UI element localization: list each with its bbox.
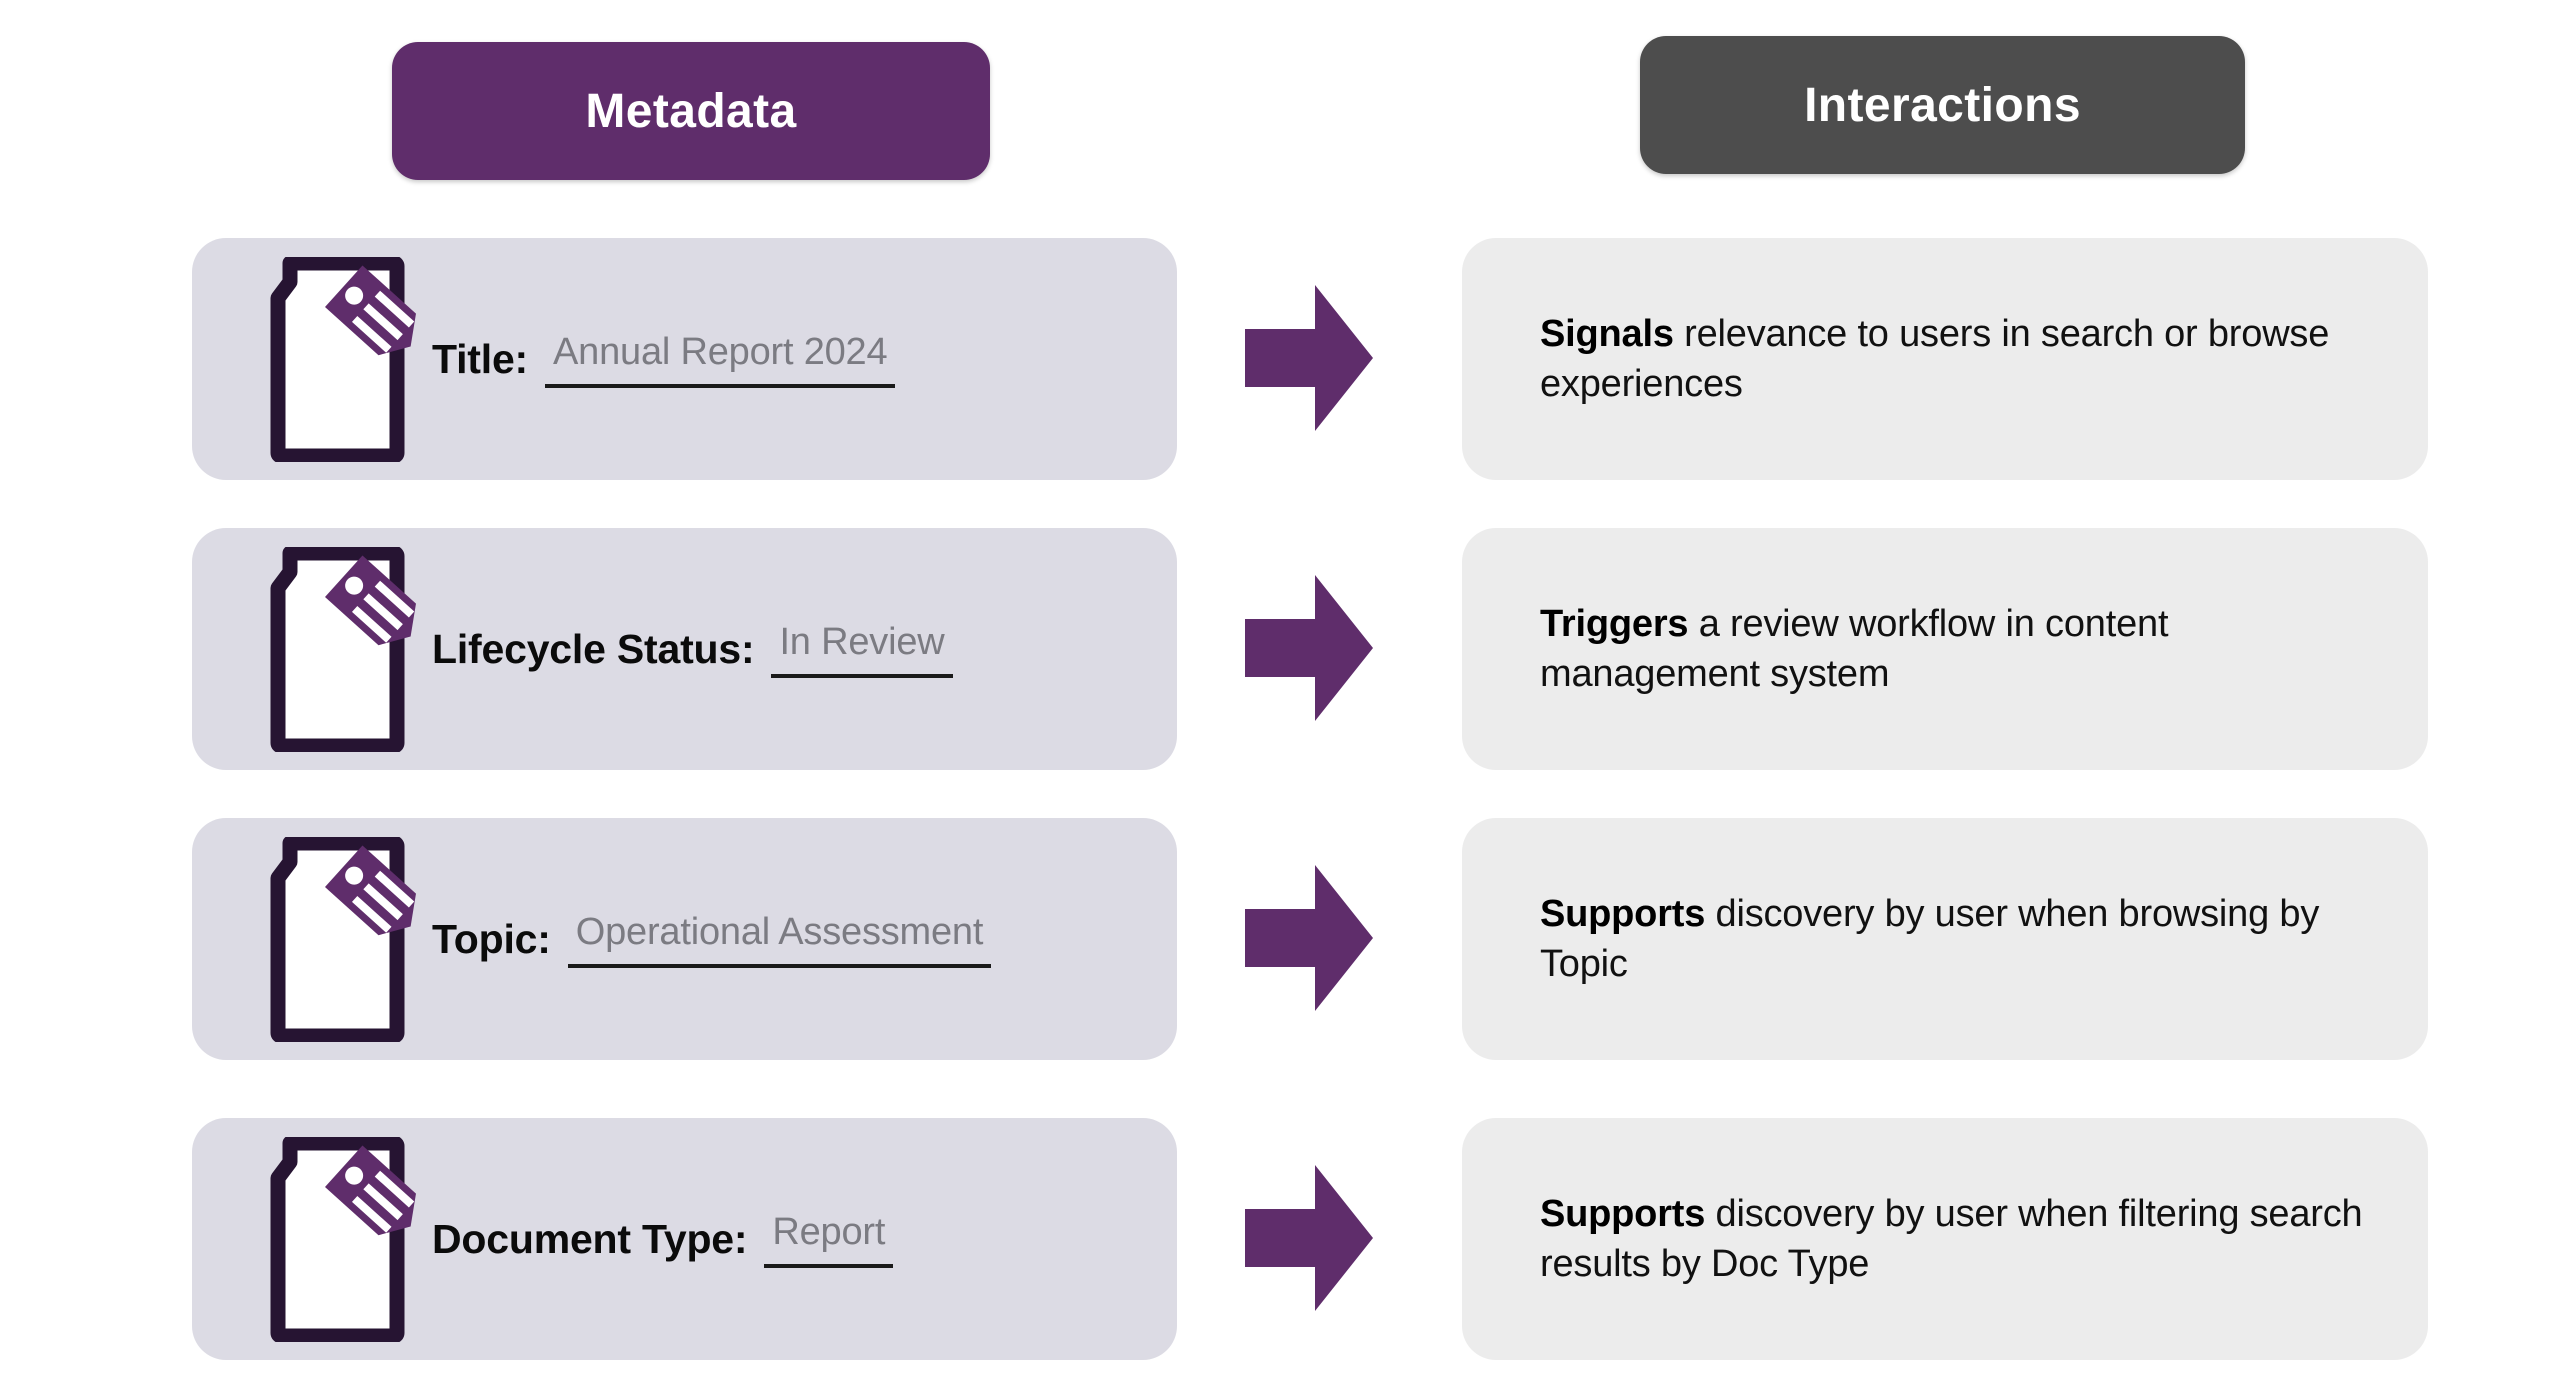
metadata-field-label: Topic: [432, 915, 551, 962]
interaction-card[interactable]: Supports discovery by user when browsing… [1462, 818, 2428, 1060]
metadata-row: Topic: Operational Assessment Supports d… [0, 818, 2560, 1060]
interaction-rest-text: discovery by user when browsing by Topic [1540, 892, 2320, 985]
metadata-card[interactable]: Lifecycle Status: In Review [192, 528, 1177, 770]
interaction-text: Triggers a review workflow in content ma… [1462, 599, 2428, 699]
interaction-text: Signals relevance to users in search or … [1462, 309, 2428, 409]
column-header-interactions: Interactions [1640, 36, 2245, 174]
metadata-field-value-underline[interactable]: In Review [771, 620, 953, 678]
document-tag-icon [257, 1137, 417, 1342]
document-tag-icon [257, 547, 417, 752]
column-header-metadata: Metadata [392, 42, 990, 180]
metadata-field-value-underline[interactable]: Operational Assessment [567, 910, 992, 968]
metadata-field-label: Lifecycle Status: [432, 625, 755, 672]
arrow-right-icon [1245, 865, 1373, 1011]
column-header-metadata-label: Metadata [585, 84, 797, 138]
metadata-field: Document Type: Report [432, 1118, 894, 1360]
interaction-card[interactable]: Signals relevance to users in search or … [1462, 238, 2428, 480]
metadata-card[interactable]: Topic: Operational Assessment [192, 818, 1177, 1060]
metadata-field-label: Document Type: [432, 1215, 748, 1262]
metadata-field: Topic: Operational Assessment [432, 818, 992, 1060]
interaction-card[interactable]: Triggers a review workflow in content ma… [1462, 528, 2428, 770]
arrow-right-icon [1245, 1165, 1373, 1311]
metadata-field-value-underline[interactable]: Report [764, 1210, 894, 1268]
metadata-card[interactable]: Title: Annual Report 2024 [192, 238, 1177, 480]
arrow-right-icon [1245, 575, 1373, 721]
metadata-field-value: Report [772, 1210, 886, 1253]
interaction-rest-text: relevance to users in search or browse e… [1540, 312, 2330, 405]
metadata-row: Title: Annual Report 2024 Signals releva… [0, 238, 2560, 480]
document-tag-icon [257, 257, 417, 462]
metadata-field: Title: Annual Report 2024 [432, 238, 896, 480]
metadata-field-value: In Review [779, 620, 945, 663]
interaction-lead-word: Triggers [1540, 602, 1689, 645]
arrow-right-icon [1245, 285, 1373, 431]
interaction-rest-text: a review workflow in content management … [1540, 602, 2169, 695]
metadata-field-value-underline[interactable]: Annual Report 2024 [545, 330, 896, 388]
metadata-card[interactable]: Document Type: Report [192, 1118, 1177, 1360]
interaction-card[interactable]: Supports discovery by user when filterin… [1462, 1118, 2428, 1360]
interaction-text: Supports discovery by user when filterin… [1462, 1189, 2428, 1289]
metadata-field-value: Operational Assessment [575, 910, 984, 953]
interaction-text: Supports discovery by user when browsing… [1462, 889, 2428, 989]
interaction-lead-word: Signals [1540, 312, 1674, 355]
interaction-lead-word: Supports [1540, 892, 1706, 935]
metadata-row: Document Type: Report Supports discovery… [0, 1118, 2560, 1360]
column-header-interactions-label: Interactions [1804, 78, 2081, 132]
document-tag-icon [257, 837, 417, 1042]
metadata-field: Lifecycle Status: In Review [432, 528, 953, 770]
interaction-rest-text: discovery by user when filtering search … [1540, 1192, 2363, 1285]
metadata-row: Lifecycle Status: In Review Triggers a r… [0, 528, 2560, 770]
interaction-lead-word: Supports [1540, 1192, 1706, 1235]
metadata-field-value: Annual Report 2024 [553, 330, 888, 373]
metadata-field-label: Title: [432, 335, 528, 382]
